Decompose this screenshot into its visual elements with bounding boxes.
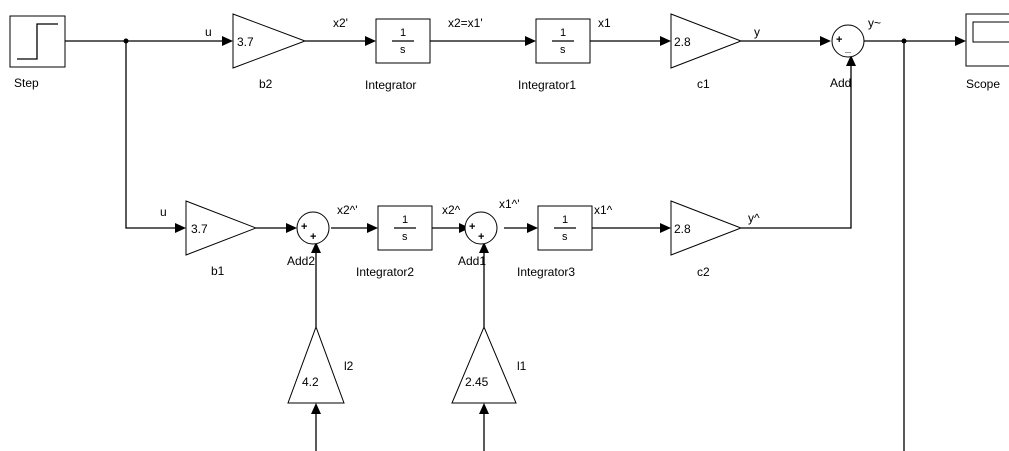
sum-add1-circle[interactable] (464, 211, 498, 245)
signal-x1-hat: x1^ (594, 203, 613, 217)
signal-x2-dot: x2' (333, 16, 348, 30)
integrator3-label: Integrator3 (517, 265, 575, 279)
integrator3-num: 1 (562, 214, 568, 226)
gain-c1[interactable]: 2.8 c1 (670, 13, 743, 91)
integrator1-den: s (560, 44, 566, 56)
gain-b2-value: 3.7 (237, 35, 254, 49)
sum-add-circle[interactable] (831, 24, 865, 58)
sum-add-sign-plus: + (836, 34, 842, 46)
arrowhead-l2-in (311, 403, 321, 414)
sum-add[interactable]: + _ Add (830, 24, 865, 90)
sum-add-label: Add (830, 76, 851, 90)
integrator3-block[interactable]: 1 s Integrator3 (517, 205, 593, 279)
signal-y-hat: y^ (748, 211, 760, 225)
gain-c2-value: 2.8 (674, 222, 691, 236)
signal-x2-hat-dot: x2^' (337, 203, 358, 217)
step-icon (17, 23, 58, 60)
sum-add2[interactable]: + + Add2 (287, 211, 330, 268)
wire-branch-to-b1[interactable] (125, 41, 178, 229)
gain-l1-shape[interactable] (451, 325, 517, 404)
gain-c1-value: 2.8 (674, 35, 691, 49)
gain-c2-label: c2 (697, 265, 710, 279)
gain-b1-label: b1 (211, 264, 225, 278)
step-block[interactable]: Step (9, 15, 66, 90)
gain-c1-label: c1 (697, 77, 710, 91)
integrator3-den: s (562, 231, 568, 243)
arrowhead-b2-in (222, 36, 233, 46)
integrator1-label: Integrator1 (518, 78, 576, 92)
gain-b1-value: 3.7 (191, 222, 208, 236)
arrowhead-c2-in (660, 223, 671, 233)
integrator2-den: s (402, 231, 408, 243)
signal-x1: x1 (598, 16, 611, 30)
gain-l1-value: 2.45 (465, 375, 489, 389)
arrowhead-add-in (820, 36, 831, 46)
scope-label: Scope (966, 77, 1000, 91)
signal-u-bottom: u (160, 205, 167, 219)
gain-b2-shape[interactable] (232, 13, 307, 69)
gain-b1[interactable]: 3.7 b1 (185, 200, 258, 278)
integrator2-num: 1 (402, 214, 408, 226)
arrowhead-b1-in (175, 223, 186, 233)
step-label: Step (14, 76, 39, 90)
arrowhead-add-bottom-in (846, 55, 856, 66)
wire-c2-to-add[interactable] (741, 63, 852, 229)
arrowhead-c1-in (660, 36, 671, 46)
integrator-den: s (400, 44, 406, 56)
arrowhead-add2-in (286, 223, 297, 233)
integrator-label: Integrator (365, 78, 416, 92)
sum-add1-sign-left: + (469, 221, 475, 233)
gain-l1[interactable]: 2.45 l1 (451, 325, 527, 404)
arrowhead-l1-in (479, 403, 489, 414)
sum-add1-label: Add1 (458, 254, 486, 268)
signal-x1-hat-dot: x1^' (499, 197, 520, 211)
arrowhead-add1-bottom-in (479, 242, 489, 253)
integrator2-block[interactable]: 1 s Integrator2 (356, 205, 433, 279)
arrowhead-integrator2-in (367, 223, 378, 233)
gain-l2[interactable]: 4.2 l2 (287, 325, 354, 404)
gain-b2-label: b2 (259, 77, 273, 91)
scope-block[interactable]: Scope (965, 13, 1009, 91)
sum-add2-circle[interactable] (296, 211, 330, 245)
integrator1-block[interactable]: 1 s Integrator1 (518, 18, 591, 92)
gain-l2-value: 4.2 (302, 375, 319, 389)
signal-x2-hat: x2^ (442, 203, 461, 217)
integrator2-label: Integrator2 (356, 265, 414, 279)
signal-x2-eq: x2=x1' (448, 16, 483, 30)
arrowhead-add2-bottom-in (311, 242, 321, 253)
scope-screen (972, 21, 1009, 43)
arrowhead-integrator1-in (525, 36, 536, 46)
integrator1-num: 1 (560, 27, 566, 39)
sum-add1[interactable]: + + Add1 (458, 211, 498, 268)
sum-add-sign-minus: _ (844, 42, 852, 54)
gain-c2-shape[interactable] (670, 200, 743, 256)
gain-l2-shape[interactable] (287, 325, 345, 404)
gain-l1-label: l1 (517, 359, 527, 373)
signal-u-top: u (205, 25, 212, 39)
sum-add2-sign-left: + (301, 221, 307, 233)
gain-l2-label: l2 (344, 359, 354, 373)
gain-b1-shape[interactable] (185, 200, 258, 256)
sum-add2-sign-bottom: + (310, 231, 316, 243)
signal-y: y (754, 25, 760, 39)
sum-add2-label: Add2 (287, 254, 315, 268)
arrowhead-integrator3-in (527, 223, 538, 233)
signal-labels: u x2' x2=x1' x1 y y~ u x2^' x2^ x1^' x1^… (160, 16, 881, 225)
signal-y-tilde: y~ (868, 16, 881, 30)
signal-wires (65, 38, 958, 451)
branch-point-u (123, 38, 129, 44)
arrowhead-integrator-in (365, 36, 376, 46)
gain-c1-shape[interactable] (670, 13, 743, 69)
integrator-block[interactable]: 1 s Integrator (365, 18, 431, 92)
arrowhead-scope-in (955, 36, 966, 46)
sum-add1-sign-bottom: + (478, 231, 484, 243)
gain-c2[interactable]: 2.8 c2 (670, 200, 743, 279)
integrator-num: 1 (400, 27, 406, 39)
gain-b2[interactable]: 3.7 b2 (232, 13, 307, 91)
